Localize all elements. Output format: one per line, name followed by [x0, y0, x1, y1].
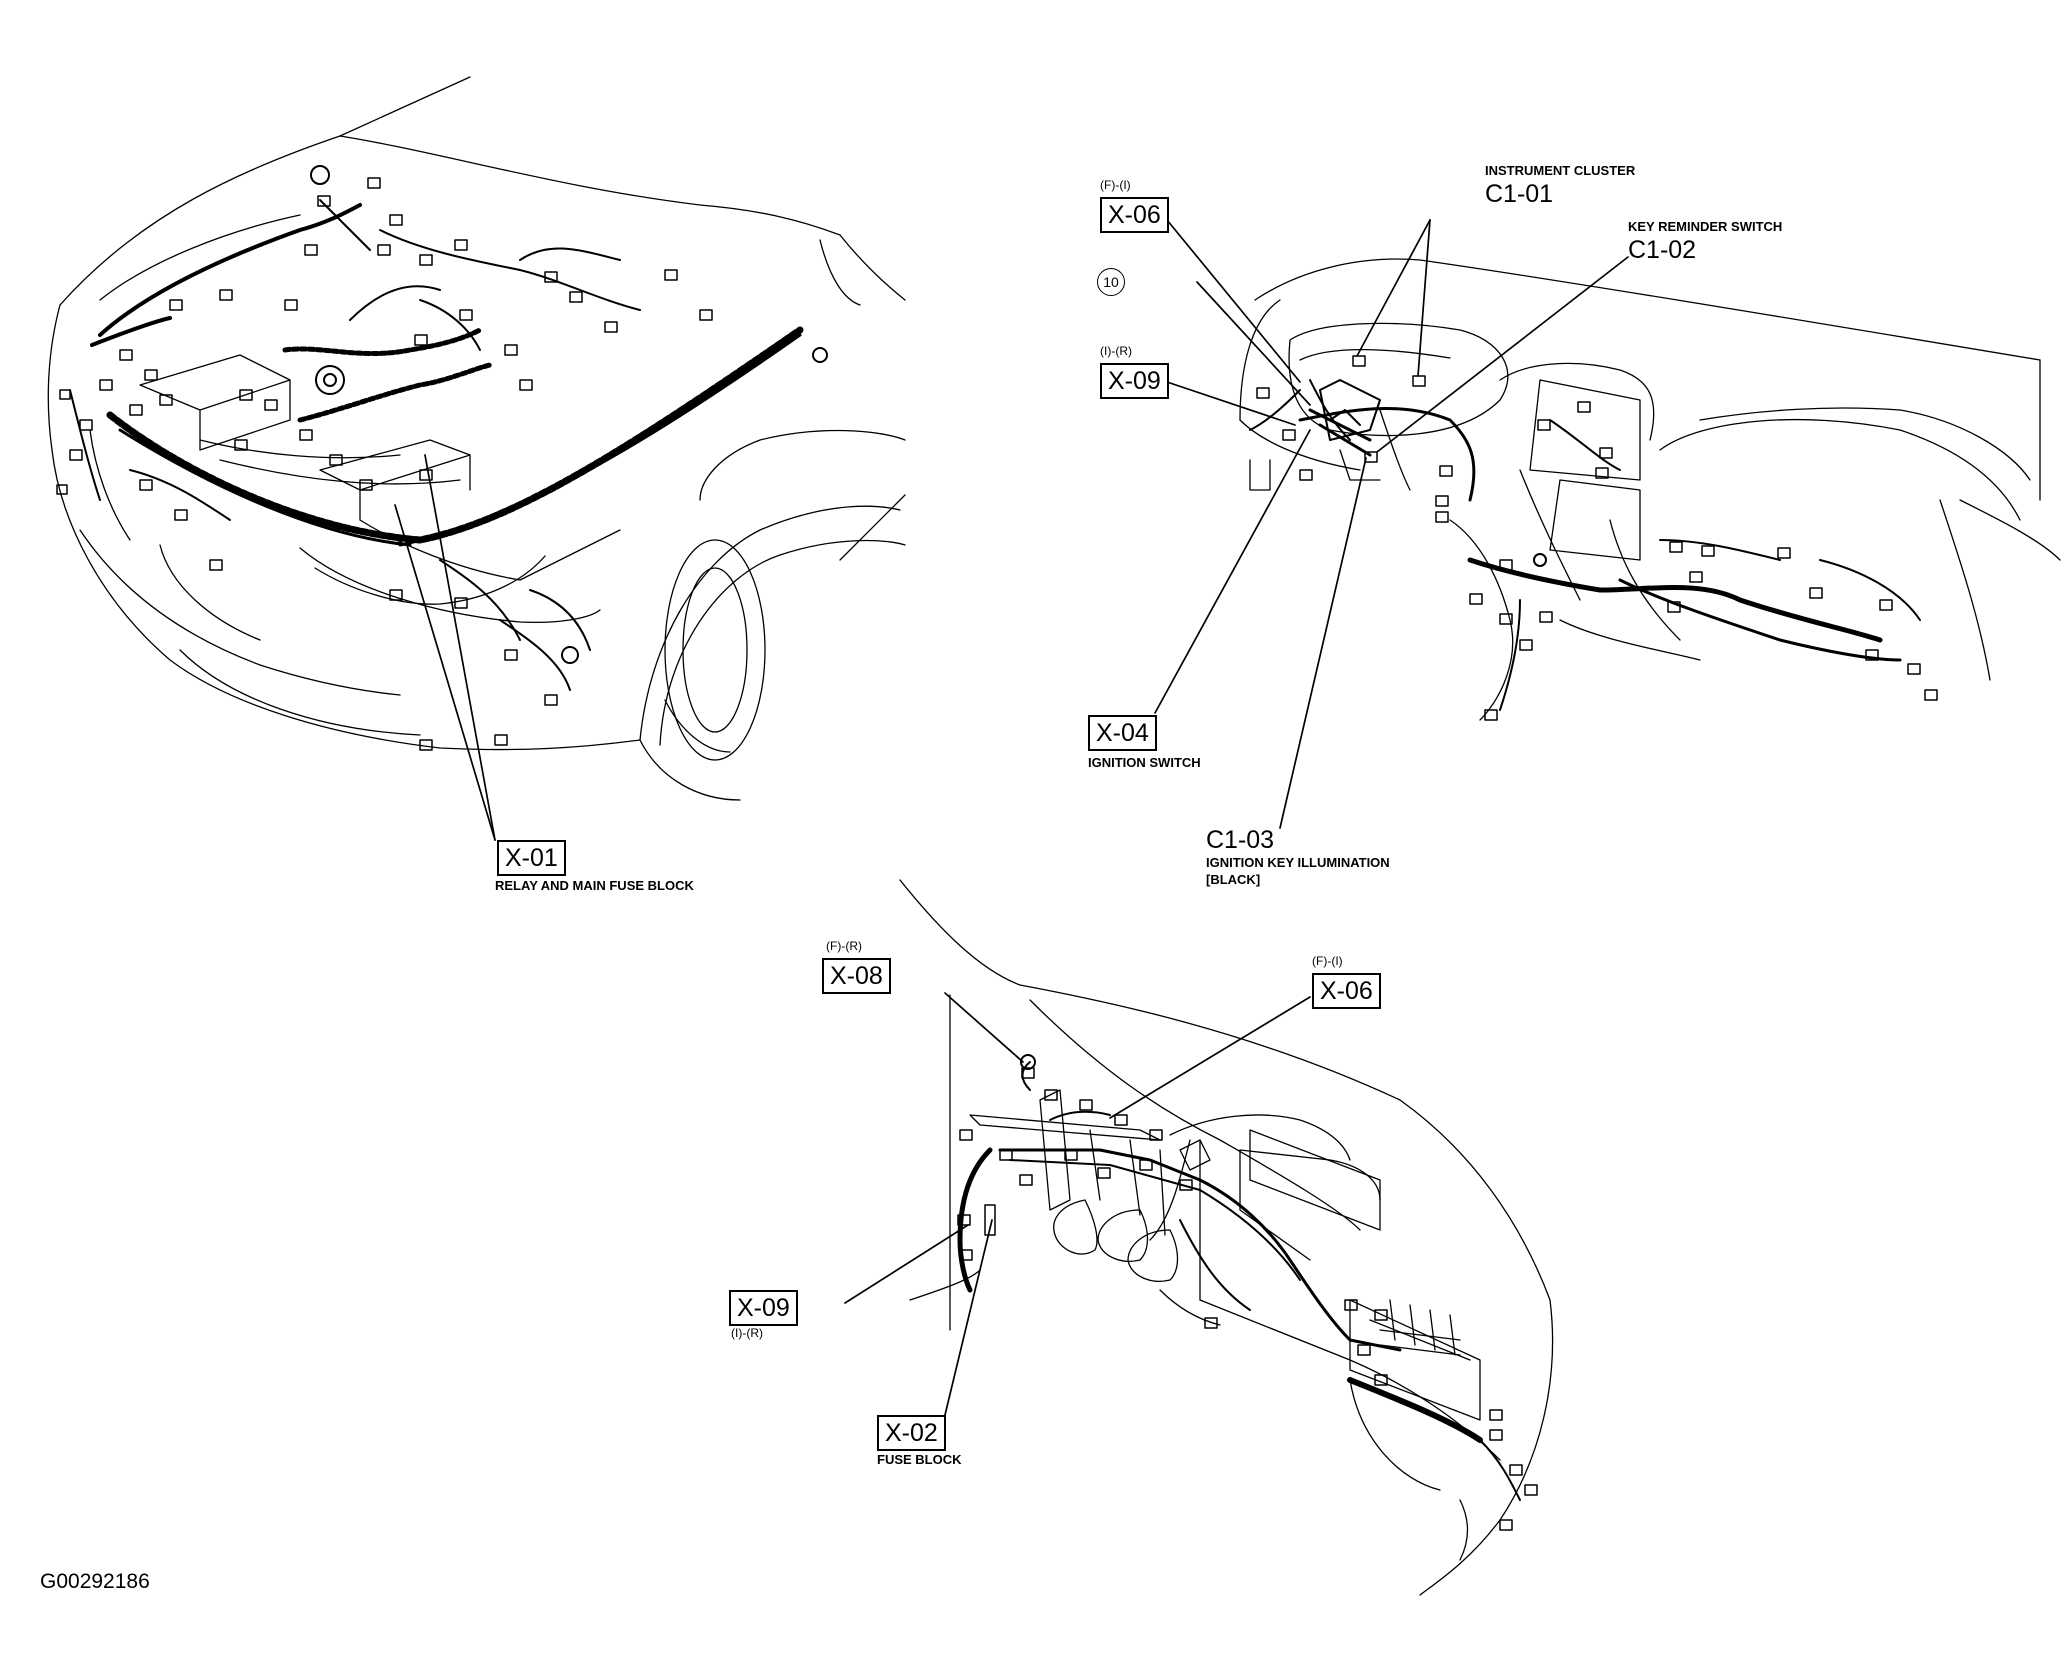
- relay-main-fuse-block-code: X-01: [497, 840, 566, 876]
- interior-wiring-harness: [957, 1061, 1521, 1501]
- instrument-cluster-title: INSTRUMENT CLUSTER: [1485, 163, 1636, 178]
- engine-bay-connectors: [56, 177, 713, 751]
- x08-interior-tag: (F)-(R): [826, 939, 862, 953]
- x09-dash-tag: (I)-(R): [1100, 344, 1132, 358]
- relay-main-fuse-block-caption: RELAY AND MAIN FUSE BLOCK: [495, 878, 694, 893]
- leader-x01-a: [394, 504, 496, 841]
- leader-c101-b: [1417, 219, 1431, 377]
- interior-outline: [899, 879, 1554, 1596]
- leader-c102: [1376, 256, 1629, 453]
- vehicle-front-outline: [47, 76, 906, 801]
- leader-x01-b: [424, 454, 496, 841]
- figure-id: G00292186: [40, 1570, 150, 1593]
- dashboard-connectors: [1256, 355, 1938, 721]
- ignition-key-illumination-note: [BLACK]: [1206, 872, 1261, 887]
- leader-x04: [1154, 429, 1311, 714]
- ground-point-10: 10: [1097, 268, 1125, 296]
- x06-dash-code: X-06: [1100, 197, 1169, 233]
- dashboard-wiring-harness: [1249, 379, 1921, 711]
- x06-interior-code: X-06: [1312, 973, 1381, 1009]
- x09-interior-tag: (I)-(R): [731, 1326, 763, 1340]
- x06-interior-tag: (F)-(I): [1312, 954, 1343, 968]
- ignition-switch-caption: IGNITION SWITCH: [1088, 755, 1201, 770]
- leader-x02-interior: [944, 1219, 993, 1416]
- fuse-block-code: X-02: [877, 1415, 946, 1451]
- leader-x06-dash: [1166, 219, 1301, 383]
- fuse-block-caption: FUSE BLOCK: [877, 1452, 962, 1467]
- instrument-cluster-code: C1-01: [1485, 180, 1554, 208]
- x08-interior-code: X-08: [822, 958, 891, 994]
- leader-x09-dash: [1166, 381, 1296, 426]
- leader-x08-interior: [944, 992, 1024, 1063]
- leader-x06-interior: [1109, 996, 1311, 1119]
- leader-c101-a: [1356, 219, 1431, 357]
- dashboard-outline: [1239, 258, 2061, 721]
- interior-connectors: [957, 1054, 1538, 1531]
- leader-x09-interior: [844, 1224, 969, 1304]
- ignition-switch-code: X-04: [1088, 715, 1157, 751]
- ignition-key-illumination-code: C1-03: [1206, 826, 1275, 854]
- engine-bay-wiring-harness: [69, 165, 828, 691]
- key-reminder-switch-title: KEY REMINDER SWITCH: [1628, 219, 1783, 234]
- ignition-key-illumination-caption: IGNITION KEY ILLUMINATION: [1206, 855, 1390, 870]
- leader-c103: [1279, 457, 1367, 829]
- x09-interior-code: X-09: [729, 1290, 798, 1326]
- x06-dash-tag: (F)-(I): [1100, 178, 1131, 192]
- leader-lines: [394, 219, 1629, 1416]
- key-reminder-switch-code: C1-02: [1628, 236, 1697, 264]
- leader-ground-10: [1196, 281, 1311, 406]
- x09-dash-code: X-09: [1100, 363, 1169, 399]
